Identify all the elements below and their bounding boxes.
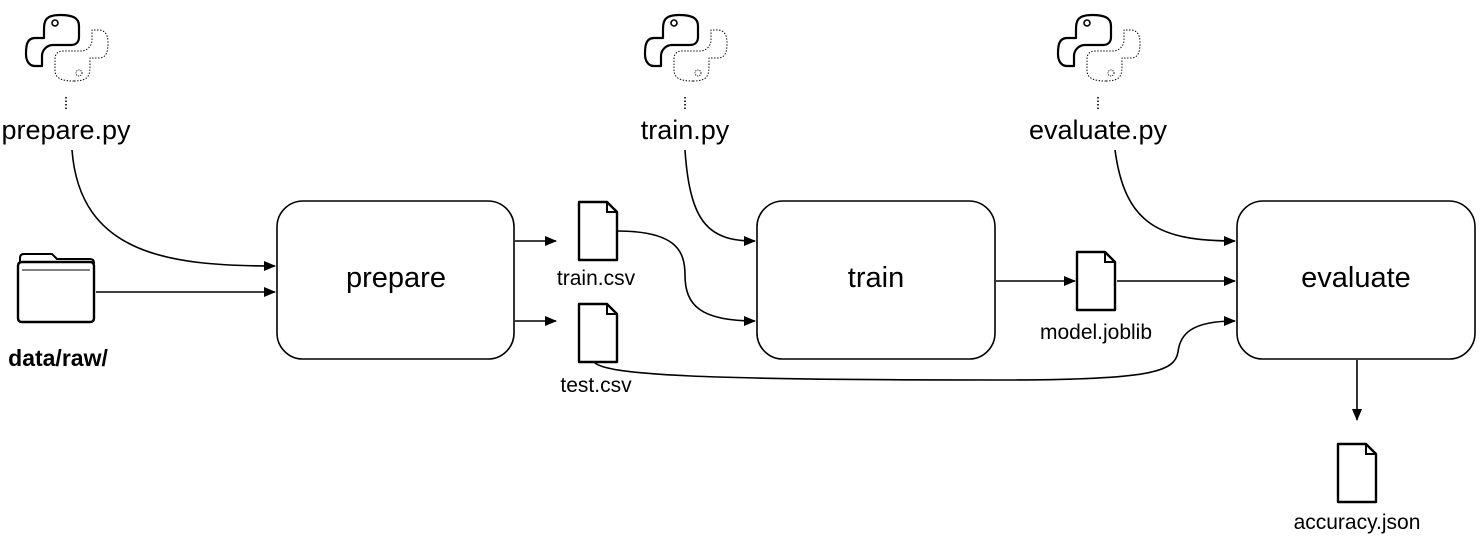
file-label-train-csv: train.csv — [556, 267, 636, 290]
stage-label-train: train — [847, 262, 905, 294]
script-label-train: train.py — [640, 115, 730, 145]
directory-label-raw: data/raw/ — [8, 345, 108, 371]
edge-prepare-py-to-prepare — [71, 149, 276, 271]
edge-evaluate-py-to-evaluate — [1114, 149, 1236, 246]
stage-evaluate-box — [1236, 200, 1476, 360]
stage-prepare-box — [276, 200, 515, 360]
document-icon — [1075, 250, 1117, 312]
document-icon — [577, 200, 619, 262]
script-label-prepare: prepare.py — [1, 115, 131, 145]
document-icon — [577, 302, 619, 364]
folder-icon — [16, 253, 96, 324]
python-logo-icon — [24, 13, 110, 83]
stage-label-evaluate: evaluate — [1301, 262, 1411, 294]
file-label-accuracy: accuracy.json — [1293, 511, 1421, 534]
file-label-model: model.joblib — [1039, 321, 1153, 344]
script-label-evaluate: evaluate.py — [1028, 115, 1168, 145]
edge-test-csv-to-evaluate — [593, 316, 1236, 381]
stage-train-box — [756, 200, 996, 360]
edge-train-csv-to-train — [616, 230, 756, 326]
stage-label-prepare: prepare — [346, 262, 446, 294]
python-logo-icon — [1056, 13, 1142, 83]
python-logo-icon — [643, 13, 729, 83]
document-icon — [1336, 442, 1378, 504]
edge-train-py-to-train — [684, 149, 756, 246]
file-label-test-csv: test.csv — [560, 374, 632, 397]
